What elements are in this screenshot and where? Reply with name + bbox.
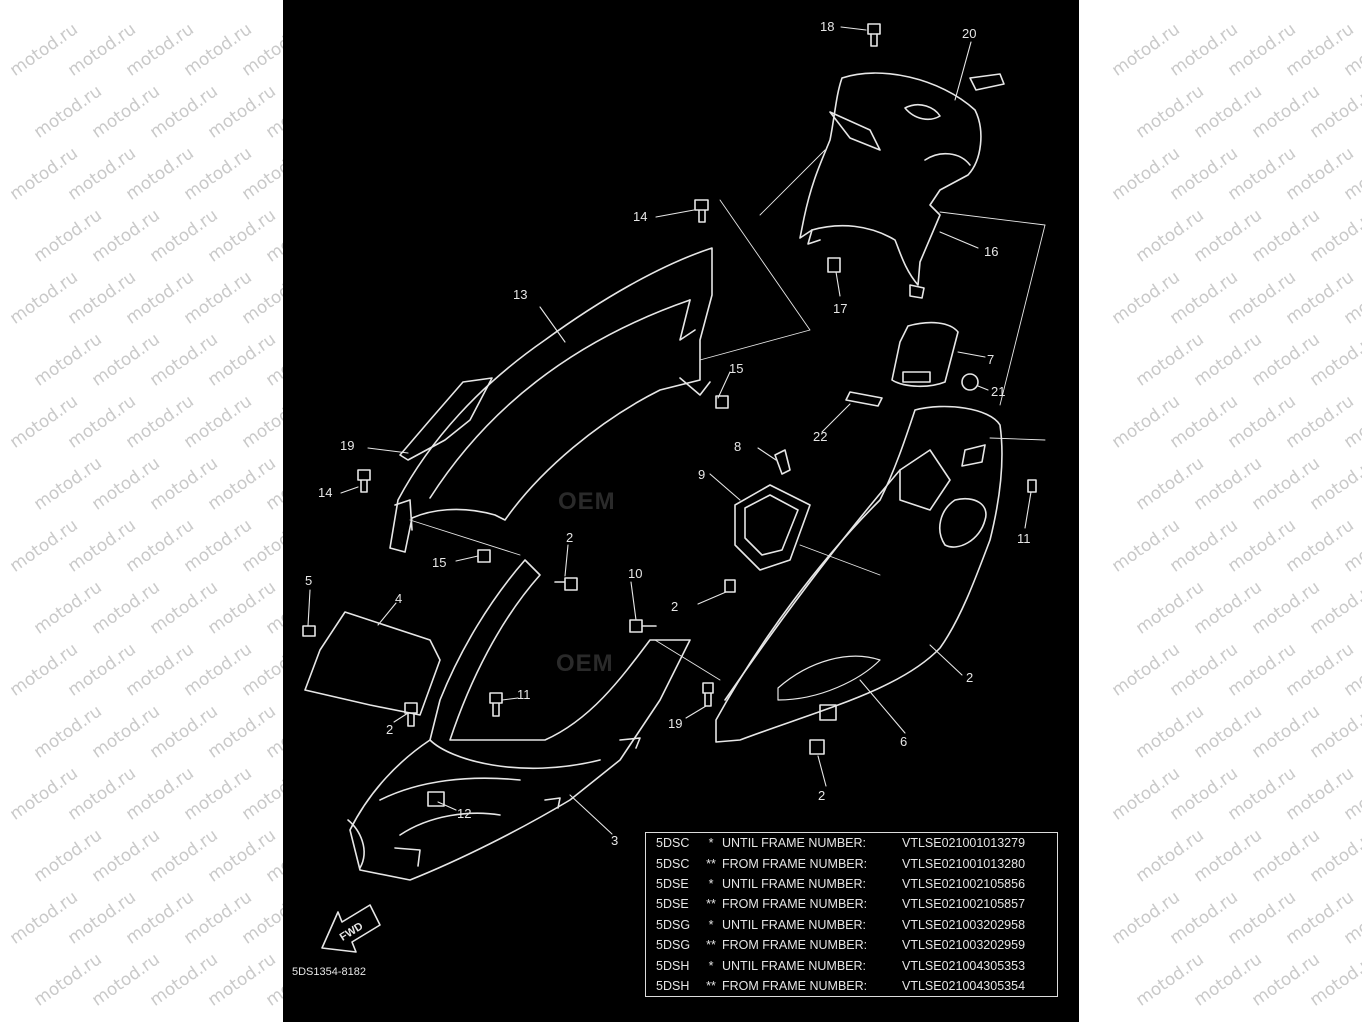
callout-label: 9 [698, 467, 706, 482]
frame-table-rule: FROM FRAME NUMBER: [722, 856, 868, 871]
callout-label: 19 [668, 716, 683, 731]
callout-label: 19 [340, 438, 355, 453]
frame-table-vin: VTLSE021001013279 [902, 836, 1026, 851]
leader-lines [307, 26, 1032, 835]
frame-table-rule: FROM FRAME NUMBER: [722, 978, 868, 993]
callout-label: 3 [611, 833, 619, 848]
part-22-seal [845, 391, 883, 407]
callout-label: 14 [318, 485, 333, 500]
callout-label: 12 [457, 806, 472, 821]
oem-mark: OEM [558, 488, 616, 515]
frame-table-rule: FROM FRAME NUMBER: [722, 938, 868, 953]
callout-label: 15 [432, 555, 447, 570]
phantom-lines [409, 149, 1046, 681]
part-19-emblem-left [399, 377, 493, 461]
part-16-rear-upper-cover [799, 72, 982, 299]
frame-table-vin: VTLSE021001013280 [902, 856, 1026, 871]
callout-label: 2 [386, 722, 394, 737]
figure-reference-code: 5DS1354-8182 [292, 966, 367, 978]
part-13-side-cover-left [389, 247, 713, 553]
frame-table-model: 5DSE [656, 876, 689, 891]
part-21-grommet [961, 373, 979, 391]
callout-label: 18 [820, 19, 835, 34]
frame-table-vin: VTLSE021003202959 [902, 938, 1026, 953]
frame-table-row: 5DSG * UNTIL FRAME NUMBER: VTLSE02100320295… [646, 915, 1057, 935]
callout-label: 2 [671, 599, 679, 614]
callout-label: 13 [513, 287, 528, 302]
frame-table-row: 5DSH ** FROM FRAME NUMBER: VTLSE02100430535… [646, 976, 1057, 996]
frame-table-row: 5DSC * UNTIL FRAME NUMBER: VTLSE02100101327… [646, 833, 1057, 853]
frame-table-model: 5DSG [656, 938, 691, 953]
callout-label: 8 [734, 439, 742, 454]
frame-table-rule: UNTIL FRAME NUMBER: [722, 876, 866, 891]
frame-number-table: 5DSC * UNTIL FRAME NUMBER: VTLSE02100101327… [645, 832, 1058, 998]
callout-label: 22 [813, 429, 828, 444]
part-9-bracket [734, 449, 811, 571]
part-1-lower-cover [347, 559, 691, 881]
fasteners [302, 199, 1037, 755]
callout-label: 7 [987, 352, 995, 367]
callout-label: 5 [305, 573, 313, 588]
frame-table-model: 5DSH [656, 978, 690, 993]
frame-table-row: 5DSE * UNTIL FRAME NUMBER: VTLSE02100210585… [646, 874, 1057, 894]
part-4-panel [304, 611, 441, 716]
callout-label: 17 [833, 301, 848, 316]
callout-label: 6 [900, 734, 908, 749]
part-7-lid [891, 321, 959, 388]
frame-table-row: 5DSG ** FROM FRAME NUMBER: VTLSE02100320295… [646, 935, 1057, 955]
callout-label: 2 [966, 670, 974, 685]
part-3-nut [427, 791, 445, 807]
diagram-panel [283, 0, 1079, 1022]
frame-table-mark: ** [706, 938, 716, 953]
callout-label: 2 [818, 788, 826, 803]
callout-label: 11 [517, 687, 531, 702]
callout-label: 16 [984, 244, 999, 259]
frame-table-vin: VTLSE021004305354 [902, 978, 1026, 993]
frame-table-mark: * [708, 876, 714, 891]
frame-table-mark: * [708, 958, 714, 973]
frame-table-rule: UNTIL FRAME NUMBER: [722, 836, 866, 851]
frame-table-row: 5DSE ** FROM FRAME NUMBER: VTLSE02100210585… [646, 894, 1057, 914]
frame-table-vin: VTLSE021003202958 [902, 917, 1026, 932]
frame-table-vin: VTLSE021002105856 [902, 876, 1026, 891]
frame-table-model: 5DSC [656, 856, 690, 871]
frame-table-rule: FROM FRAME NUMBER: [722, 897, 868, 912]
callout-label: 2 [566, 530, 574, 545]
callout-label: 14 [633, 209, 648, 224]
frame-table-model: 5DSH [656, 958, 690, 973]
frame-table-vin: VTLSE021002105857 [902, 897, 1026, 912]
frame-table-model: 5DSE [656, 897, 689, 912]
frame-table-mark: ** [706, 978, 716, 993]
fwd-arrow [321, 904, 381, 953]
callout-label: 11 [1017, 531, 1031, 546]
frame-table-row: 5DSH * UNTIL FRAME NUMBER: VTLSE02100430535… [646, 955, 1057, 975]
frame-table-rule: UNTIL FRAME NUMBER: [722, 958, 866, 973]
frame-table-vin: VTLSE021004305353 [902, 958, 1026, 973]
callout-label: 10 [628, 566, 643, 581]
frame-table-mark: ** [706, 856, 716, 871]
frame-table-rule: UNTIL FRAME NUMBER: [722, 917, 866, 932]
frame-table-mark: * [708, 836, 714, 851]
part-20-emblem [969, 73, 1005, 91]
callout-label: 4 [395, 591, 403, 606]
callout-label: 15 [729, 361, 744, 376]
frame-table-model: 5DSC [656, 836, 690, 851]
frame-table-mark: ** [706, 897, 716, 912]
oem-mark: OEM [556, 650, 614, 677]
frame-table-model: 5DSG [656, 917, 691, 932]
part-6-side-cover-right [715, 405, 1003, 743]
part-18-bolt [867, 23, 881, 47]
frame-table-mark: * [708, 917, 714, 932]
callout-label: 20 [962, 26, 977, 41]
frame-table-row: 5DSC ** FROM FRAME NUMBER: VTLSE02100101328… [646, 853, 1057, 873]
callout-label: 21 [991, 384, 1006, 399]
